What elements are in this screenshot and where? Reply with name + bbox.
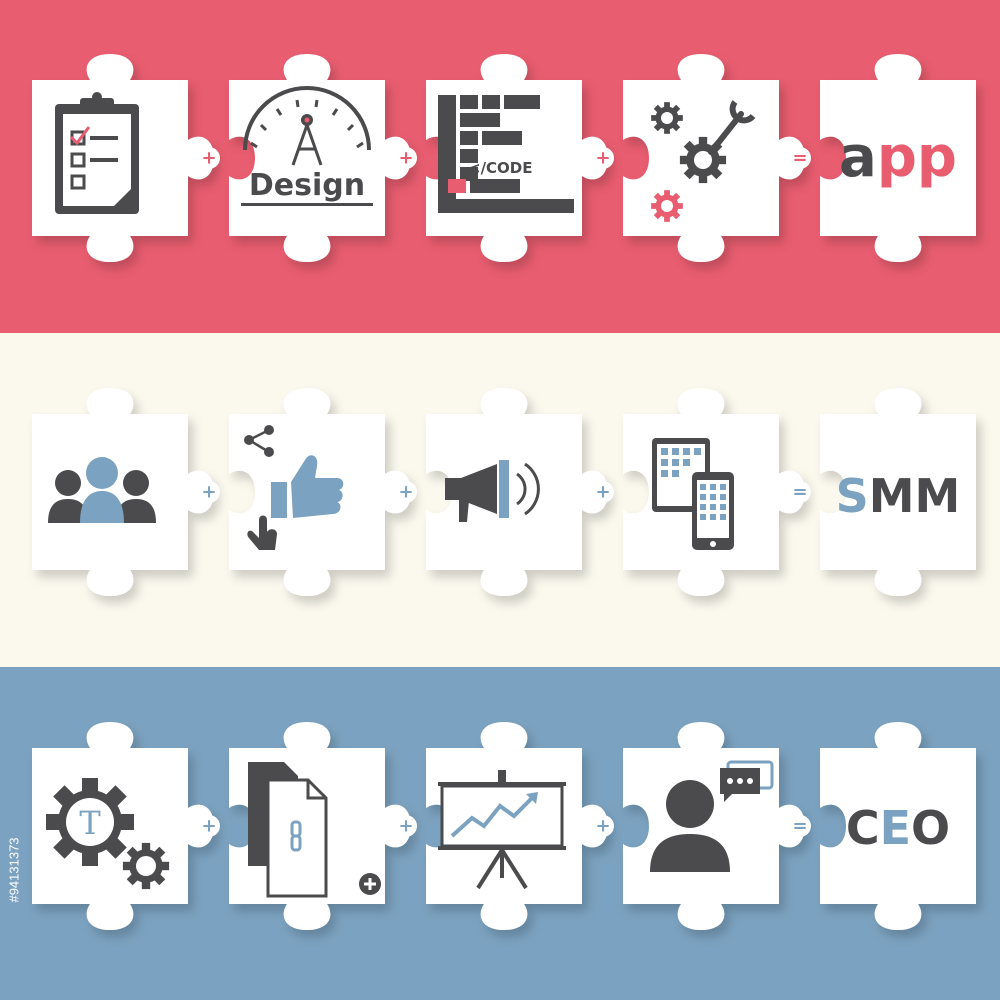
puzzle-piece xyxy=(623,722,805,930)
svg-text:=: = xyxy=(792,482,807,503)
result-letter: S xyxy=(836,469,869,523)
svg-text:=: = xyxy=(792,148,807,169)
design-compass-icon: Design xyxy=(241,86,373,206)
svg-text:=: = xyxy=(792,816,807,837)
result-ceo: CEO xyxy=(846,801,950,855)
chart-presentation-icon xyxy=(438,770,566,890)
row-smm: SMM + + + = xyxy=(32,388,976,596)
code-blocks-icon: </CODE xyxy=(438,95,574,213)
svg-text:+: + xyxy=(201,816,216,837)
megaphone-icon xyxy=(445,460,540,522)
operator-plus: + xyxy=(198,481,220,503)
operator-equals: = xyxy=(789,147,811,169)
stock-id-label: #94131373 xyxy=(6,837,22,903)
svg-text:+: + xyxy=(398,148,413,169)
operator-plus: + xyxy=(395,147,417,169)
operator-plus: + xyxy=(198,147,220,169)
person-chat-icon xyxy=(650,760,774,872)
operator-plus: + xyxy=(395,815,417,837)
svg-text:+: + xyxy=(398,482,413,503)
svg-text:+: + xyxy=(201,148,216,169)
operator-plus: + xyxy=(592,815,614,837)
svg-text:+: + xyxy=(595,816,610,837)
text-gears-icon: T xyxy=(46,778,170,890)
operator-plus: + xyxy=(592,147,614,169)
result-smm: SMM xyxy=(836,469,961,523)
svg-text:+: + xyxy=(595,482,610,503)
share-like-icon xyxy=(244,425,344,550)
operator-plus: + xyxy=(592,481,614,503)
result-app: app xyxy=(839,125,957,190)
result-letter: C xyxy=(846,801,880,855)
operator-equals: = xyxy=(789,481,811,503)
tablet-phone-icon xyxy=(652,438,734,550)
row-app: Design </CODE xyxy=(32,54,976,262)
result-letter: E xyxy=(880,801,911,855)
clipboard-checklist-icon xyxy=(55,92,139,214)
operator-plus: + xyxy=(395,481,417,503)
svg-text:+: + xyxy=(595,148,610,169)
operator-equals: = xyxy=(789,815,811,837)
code-label: </CODE xyxy=(468,159,533,177)
svg-text:+: + xyxy=(201,482,216,503)
svg-text:+: + xyxy=(398,816,413,837)
result-letter: a xyxy=(839,125,877,190)
row-ceo: T xyxy=(32,722,976,930)
operator-plus: + xyxy=(198,815,220,837)
people-group-icon xyxy=(48,457,156,523)
result-letters: MM xyxy=(869,469,961,523)
result-letters: pp xyxy=(877,125,957,190)
gears-wrench-icon xyxy=(651,100,756,222)
result-letter: O xyxy=(911,801,950,855)
gear-letter: T xyxy=(79,804,101,842)
linked-documents-icon xyxy=(248,762,381,898)
design-label: Design xyxy=(249,168,365,203)
